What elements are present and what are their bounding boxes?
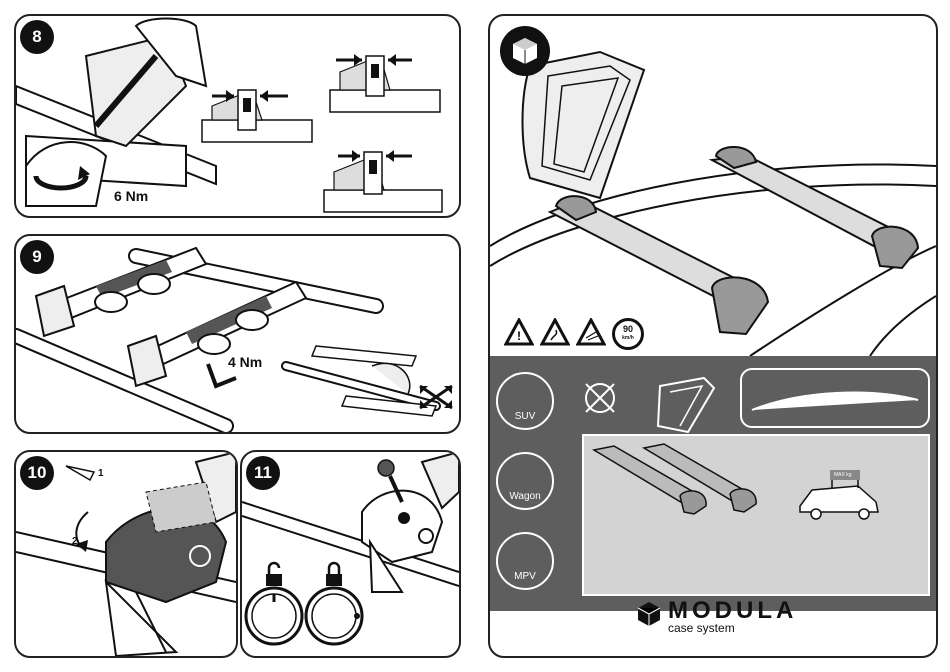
torque-label: 6 Nm — [114, 188, 148, 204]
winding-road-warning-icon — [540, 318, 570, 346]
vehicle-type-label: SUV — [515, 411, 536, 422]
svg-text:!: ! — [517, 329, 521, 343]
step-8-illustration — [16, 16, 459, 216]
step-number-badge: 10 — [20, 456, 54, 490]
warning-icons-row: ! 90 km/h — [504, 318, 644, 350]
step-number-badge: 9 — [20, 240, 54, 274]
vehicle-type-wagon: Wagon — [496, 452, 554, 510]
roof-bars-illustration — [490, 16, 936, 356]
arrow-step-label: 2 — [72, 536, 78, 547]
vehicle-type-suv: SUV — [496, 372, 554, 430]
step-number-badge: 11 — [246, 456, 280, 490]
crosswind-warning-icon — [576, 318, 606, 346]
speed-limit-icon: 90 km/h — [612, 318, 644, 350]
speed-limit-value: 90 — [623, 325, 633, 334]
step-8-panel: 8 6 Nm — [14, 14, 461, 218]
step-number-badge: 8 — [20, 20, 54, 54]
speed-limit-unit: km/h — [622, 334, 634, 343]
max-load-label: MAX kg — [834, 472, 852, 478]
step-9-panel: 9 4 Nm — [14, 234, 461, 434]
step-9-illustration — [16, 236, 459, 432]
bar-profile-box — [740, 368, 930, 428]
step-11-panel: 11 — [240, 450, 461, 658]
arrow-step-label: 1 — [98, 468, 104, 479]
brand-name: MODULA — [668, 600, 797, 622]
brand-logo: MODULA case system — [636, 600, 797, 634]
warning-icon: ! — [504, 318, 534, 346]
compatible-bars-box: MAX kg — [582, 434, 930, 596]
vehicle-type-label: Wagon — [509, 491, 540, 502]
vehicle-type-mpv: MPV — [496, 532, 554, 590]
vehicle-type-label: MPV — [514, 571, 536, 582]
torque-label: 4 Nm — [228, 354, 262, 370]
step-10-panel: 10 1 2 — [14, 450, 238, 658]
product-overview-panel: ! 90 km/h SUV Wagon MPV — [488, 14, 938, 658]
cube-logo-icon — [636, 603, 662, 631]
cube-icon — [500, 26, 550, 76]
